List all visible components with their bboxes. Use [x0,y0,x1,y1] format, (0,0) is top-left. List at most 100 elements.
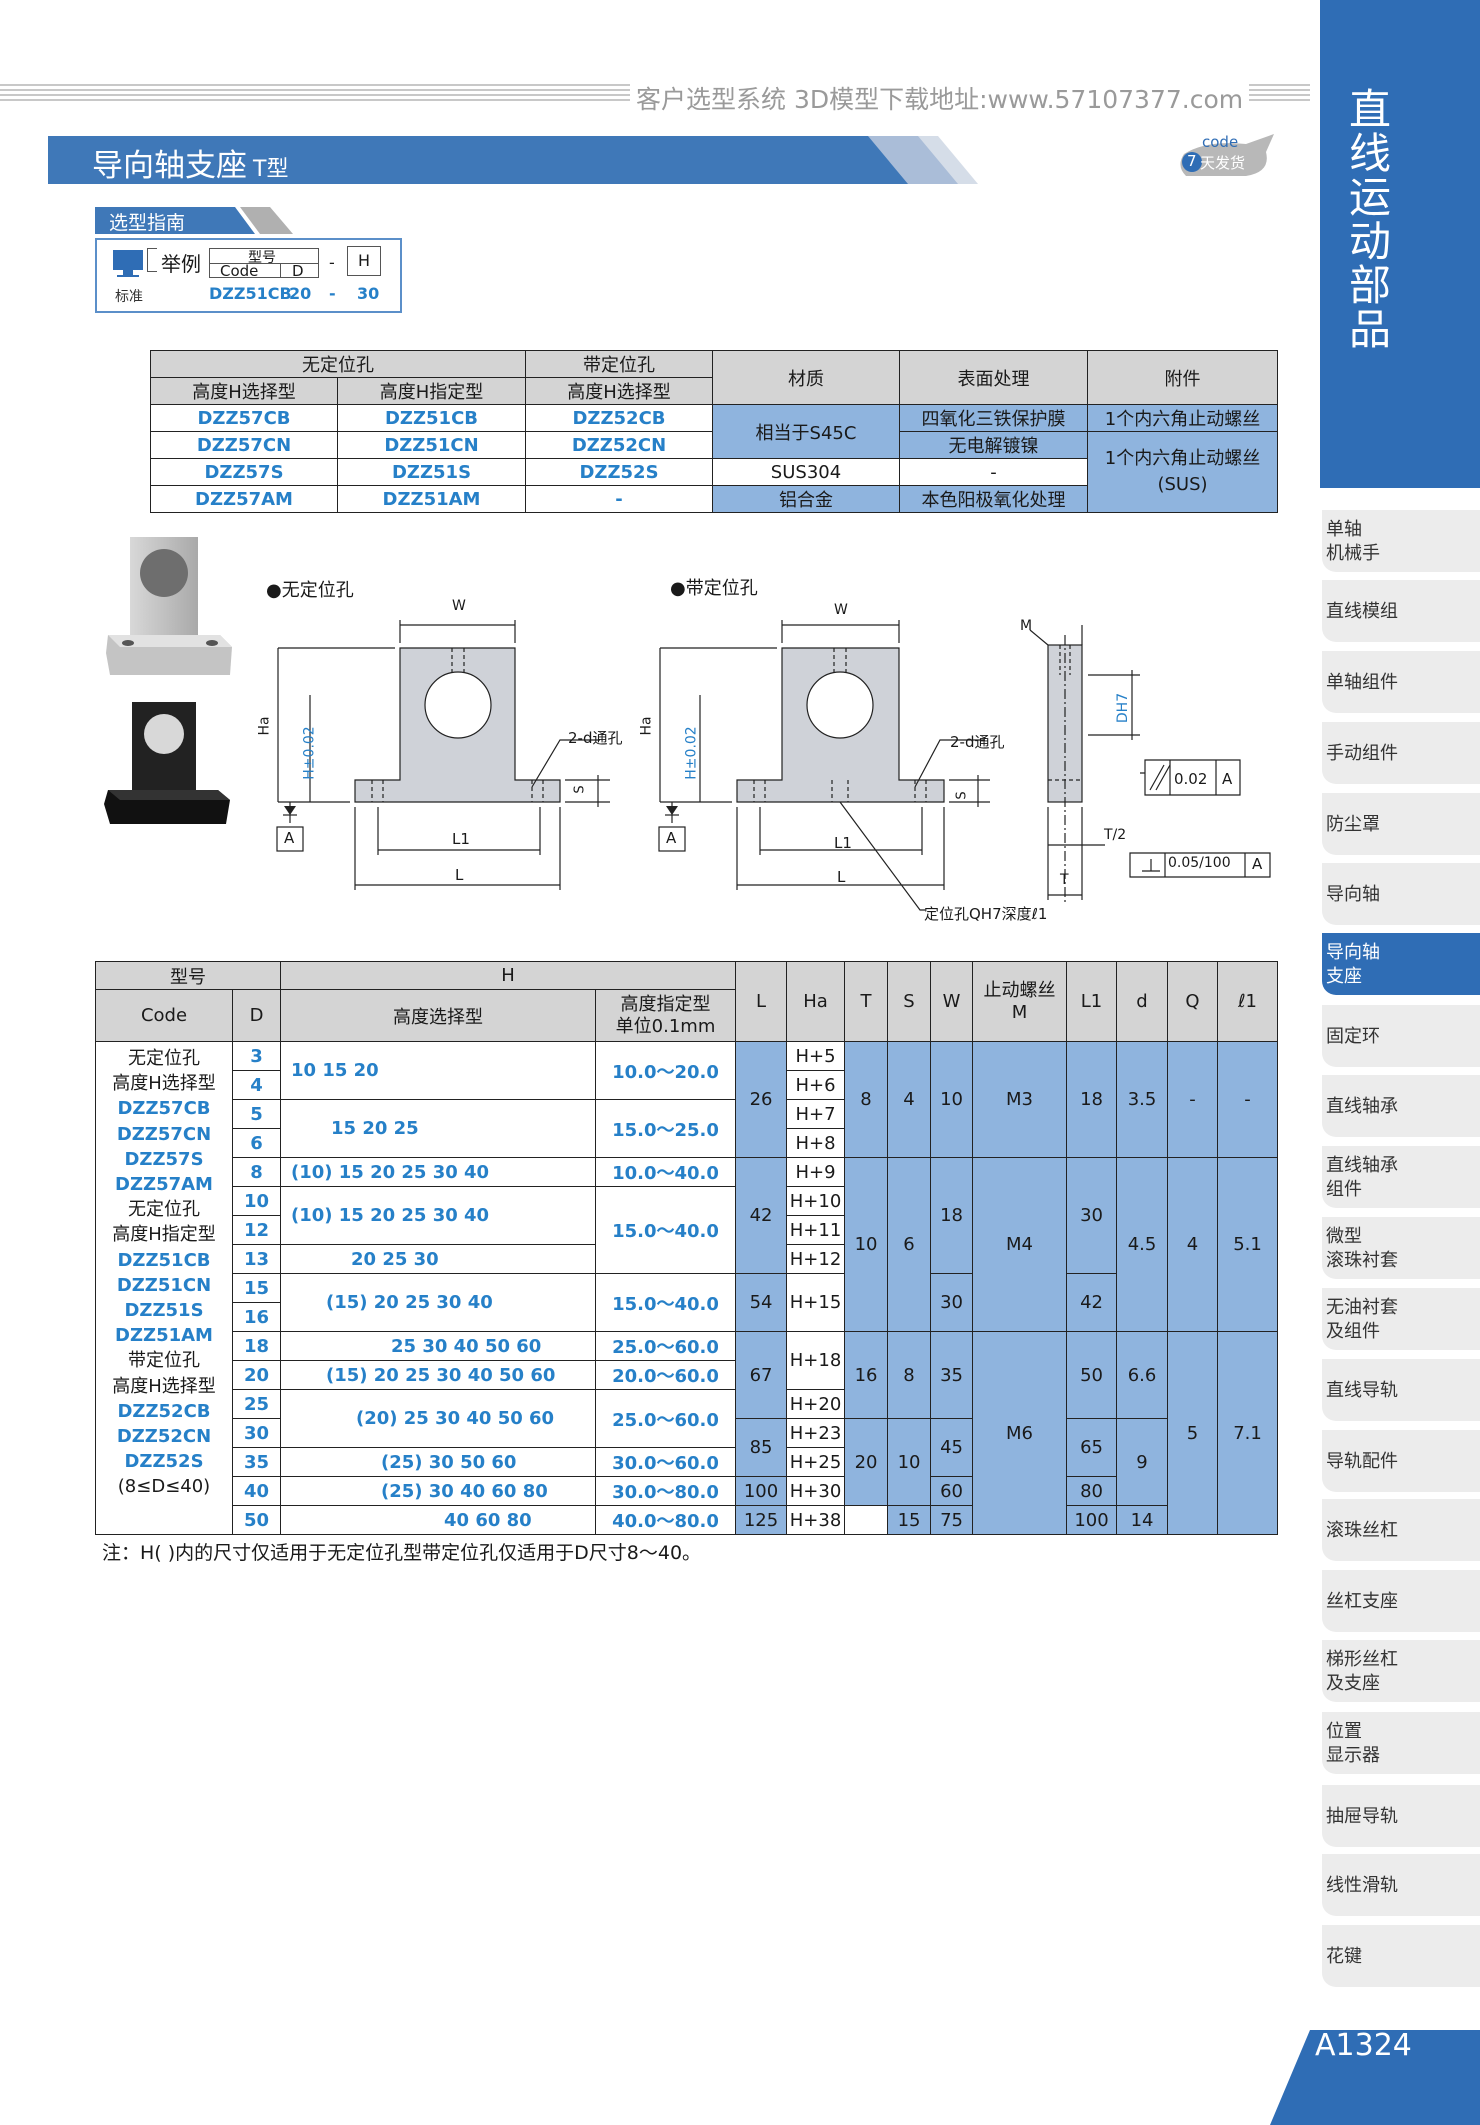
th-col: Q [1167,961,1219,1042]
th-col: L [735,961,788,1042]
ha-cell: H+12 [786,1244,846,1274]
sidebar-item[interactable]: 导向轴 [1322,863,1480,925]
spec-cell: 10.0～20.0 [594,1041,737,1100]
guide-example-box: 举例 型号 Code D - H 标准 DZZ51CB 20 - 30 [95,238,402,313]
dim-w2: W [834,602,848,618]
th-sel: 高度选择型 [280,989,596,1042]
l1-cell: 50 [1066,1331,1118,1419]
spec-cell: 25.0～60.0 [594,1389,737,1448]
code-list-item: 高度H选择型 [112,1073,216,1095]
page-number-tab [1270,2030,1480,2125]
ha-cell: H+30 [786,1476,846,1506]
pin-note: 定位孔QH7深度ℓ1 [924,905,1048,923]
code-list-item: DZZ57CN [116,1123,212,1145]
th-material: 材质 [712,350,900,405]
d-cell: 12 [232,1215,281,1245]
sidebar-item[interactable]: 位置 显示器 [1322,1712,1480,1774]
sidebar-item[interactable]: 线性滑轨 [1322,1854,1480,1916]
ha-cell: H+38 [786,1505,846,1535]
ha-cell: H+6 [786,1070,846,1100]
th-h: H [279,961,737,990]
code-cell: DZZ57AM [150,485,338,513]
sample-code: DZZ51CB [209,284,292,303]
sidebar-item[interactable]: 防尘罩 [1322,793,1480,855]
l-cell: 125 [735,1505,788,1535]
w-cell: 35 [930,1331,974,1419]
sidebar-item[interactable]: 微型 滚珠衬套 [1322,1217,1480,1279]
sidebar-item[interactable]: 单轴 机械手 [1322,510,1480,572]
material-cell: 相当于S45C [712,404,900,459]
code-list-item: 高度H指定型 [112,1224,216,1246]
sel-cell: (25) 30 40 60 80 [280,1476,596,1506]
dim-t: T [1060,872,1069,888]
code-list-item: (8≤D≤40) [117,1476,211,1498]
dim-ha2: Ha [638,716,655,736]
th-surface: 表面处理 [899,350,1088,405]
code-list-item: DZZ52CN [116,1426,212,1448]
th-col: Ha [786,961,846,1042]
badge-num: 7 [1187,152,1197,170]
datum-a2: A [666,829,677,847]
sidebar-item[interactable]: 抽屉导轨 [1322,1785,1480,1847]
w-cell: 10 [930,1041,974,1158]
code-cell: DZZ52CN [525,431,713,459]
spec-cell: 15.0～40.0 [594,1273,737,1332]
code-list-item: DZZ57AM [115,1174,213,1196]
w-cell: 60 [930,1476,974,1506]
t-cell: 16 [844,1331,889,1419]
dd-cell: 6.6 [1116,1331,1169,1419]
s-cell: 4 [887,1041,932,1158]
code-cell: DZZ51CB [337,404,526,432]
delivery-badge [1180,134,1274,176]
d-cell: 18 [232,1331,281,1361]
sidebar-item[interactable]: 无油衬套 及组件 [1322,1288,1480,1350]
th-sel2: 高度H选择型 [525,377,713,405]
dim-s: S [572,785,588,794]
badge-code: code [1202,133,1239,151]
sel-cell: (10) 15 20 25 30 40 [280,1186,596,1245]
code-label: Code [220,262,259,280]
sidebar-item[interactable]: 直线导轨 [1322,1359,1480,1421]
surface-cell: - [899,458,1088,486]
surface-cell: 四氧化三铁保护膜 [899,404,1088,432]
sidebar-item[interactable]: 花键 [1322,1925,1480,1987]
black-support-photo [104,702,230,824]
code-list-item: 无定位孔 [128,1199,200,1221]
th-col: 止动螺丝 M [972,961,1068,1042]
code-cell: DZZ52S [525,458,713,486]
sidebar-item[interactable]: 直线模组 [1322,580,1480,642]
sidebar-item[interactable]: 导向轴 支座 [1322,933,1480,995]
sel-cell: (15) 20 25 30 40 50 60 [280,1360,596,1390]
d-label: D [292,262,304,280]
ha-cell: H+7 [786,1099,846,1129]
sidebar-item[interactable]: 固定环 [1322,1005,1480,1067]
code-cell: DZZ57CB [150,404,338,432]
th-col: S [887,961,932,1042]
ha-cell: H+8 [786,1128,846,1158]
sidebar-item[interactable]: 直线轴承 [1322,1075,1480,1137]
code-cell: DZZ52CB [525,404,713,432]
code-list-item: DZZ52S [124,1451,204,1473]
sidebar-item[interactable]: 导轨配件 [1322,1430,1480,1492]
ha-cell: H+5 [786,1041,846,1071]
spec-cell: 10.0～40.0 [594,1157,737,1187]
sidebar-item[interactable]: 丝杠支座 [1322,1570,1480,1632]
sidebar-item[interactable]: 手动组件 [1322,722,1480,784]
l-cell: 67 [735,1331,788,1419]
sidebar-item[interactable]: 滚珠丝杠 [1322,1499,1480,1561]
material-cell: SUS304 [712,458,900,486]
sidebar-item[interactable]: 梯形丝杠 及支座 [1322,1640,1480,1702]
d-cell: 35 [232,1447,281,1477]
sidebar-item[interactable]: 直线轴承 组件 [1322,1146,1480,1208]
lone-cell: 7.1 [1217,1331,1279,1535]
d-cell: 16 [232,1302,281,1332]
l-cell: 85 [735,1418,788,1477]
th-pos: 带定位孔 [525,350,713,378]
l-cell: 54 [735,1273,788,1332]
guide-header: 选型指南 [95,207,295,234]
sidebar-item[interactable]: 单轴组件 [1322,651,1480,713]
th-spec: 高度H指定型 [337,377,526,405]
l1-cell: 42 [1066,1273,1118,1332]
dd-cell: 14 [1116,1505,1169,1535]
w-cell: 18 [930,1157,974,1274]
